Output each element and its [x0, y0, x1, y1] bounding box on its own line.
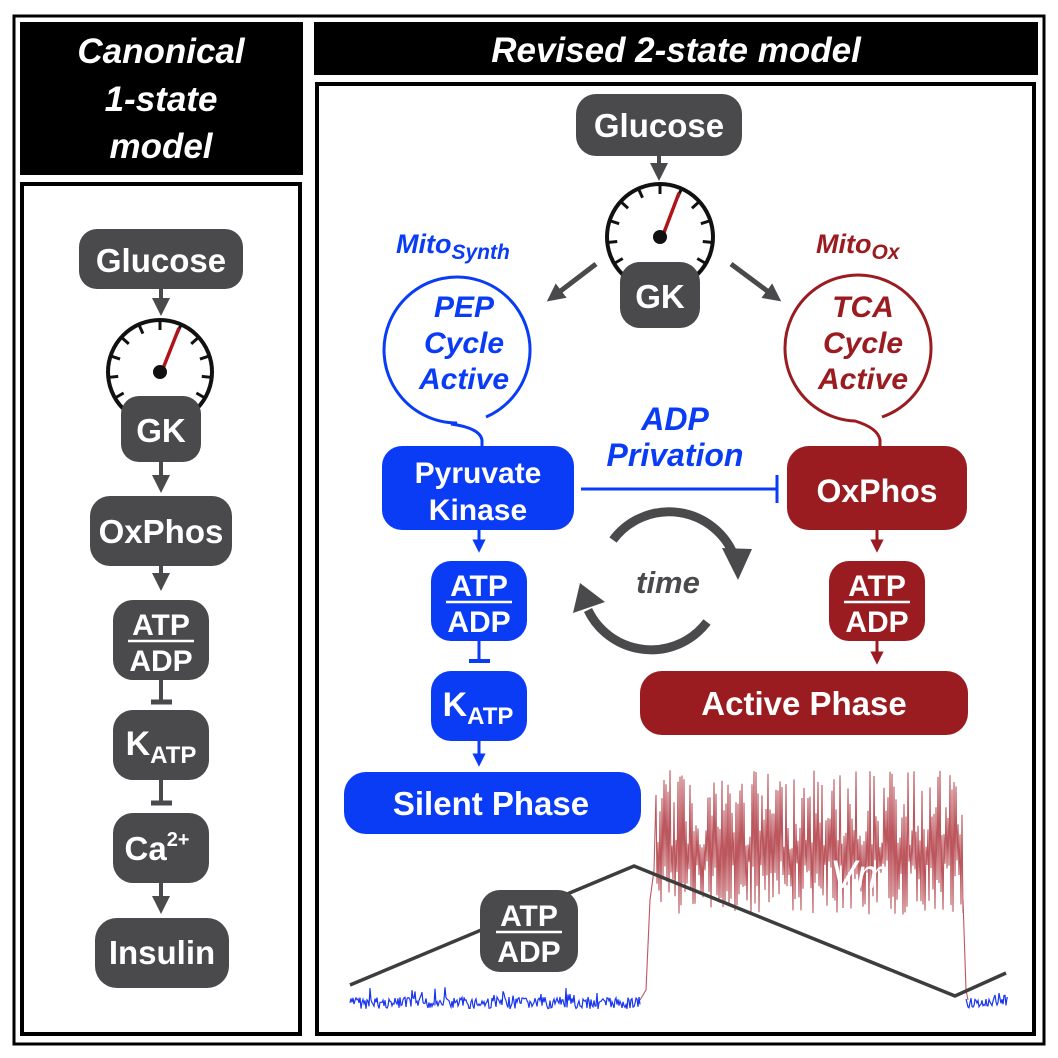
right-oxphos-label: OxPhos — [817, 473, 938, 509]
mito-synth-label: MitoSynth — [396, 229, 510, 264]
outer-frame — [12, 14, 1046, 1046]
left-title-line-3: model — [109, 127, 213, 166]
pyruvate-kinase-line-2: Kinase — [429, 494, 527, 527]
gauge-tick — [700, 219, 711, 226]
silent-phase-trace — [349, 987, 641, 1010]
adp-privation-line-1: ADP — [640, 401, 709, 437]
right-panel: Revised 2-state model Glucose GK MitoSyn… — [314, 22, 1038, 1036]
vm-trace-label: Vm — [830, 853, 890, 897]
pep-cycle-line-3: Active — [418, 363, 509, 396]
left-title-line-1: Canonical — [77, 32, 246, 71]
arrow-gk-to-mitosynth — [546, 262, 598, 302]
red-atp-label: ATP — [848, 570, 906, 603]
pep-cycle-line-2: Cycle — [424, 327, 504, 360]
left-header — [20, 22, 303, 175]
gauge-tick — [637, 187, 644, 199]
left-katp-label: KATP — [126, 725, 197, 769]
left-katp-node — [113, 710, 209, 780]
right-oxphos-node — [787, 446, 967, 530]
blue-katp-label: KATP — [443, 686, 514, 730]
gauge-tick — [696, 257, 707, 265]
gauge-tick — [702, 240, 713, 245]
active-phase-node — [640, 671, 968, 735]
right-glucose-node — [576, 94, 742, 156]
left-panel: Canonical 1-state model Glucose GK OxPho… — [20, 22, 303, 1036]
time-label: time — [636, 565, 700, 600]
tca-cycle-line-3: Active — [817, 363, 908, 396]
left-insulin-label: Insulin — [109, 934, 215, 971]
active-phase-label: Active Phase — [701, 685, 906, 722]
left-oxphos-label: OxPhos — [99, 513, 224, 550]
left-gk-label: GK — [136, 412, 186, 449]
right-header — [314, 22, 1038, 75]
gauge-tick — [190, 336, 200, 346]
arrow-gk-to-mitoox — [729, 261, 782, 302]
red-adp-label: ADP — [845, 606, 908, 639]
left-title-line-2: 1-state — [105, 80, 218, 119]
left-adp-label: ADP — [129, 645, 192, 678]
blue-atp-label: ATP — [450, 570, 508, 603]
left-atp-label: ATP — [132, 609, 190, 642]
tca-cycle-loop — [783, 273, 933, 450]
tca-cycle-line-1: TCA — [832, 291, 894, 324]
trace-atp-label: ATP — [500, 900, 558, 933]
right-title: Revised 2-state model — [491, 31, 862, 70]
left-ca-node — [113, 813, 209, 883]
gauge-tick — [114, 391, 125, 400]
blue-katp-node — [431, 671, 527, 741]
time-cycle-icon — [573, 507, 752, 655]
left-oxphos-node — [90, 496, 232, 566]
adp-privation-line-2: Privation — [607, 437, 744, 473]
left-glucose-node — [79, 229, 243, 289]
pyruvate-kinase-line-1: Pyruvate — [415, 457, 542, 490]
membrane-potential-trace — [349, 770, 1009, 1010]
gauge-tick — [619, 200, 630, 210]
pep-cycle-loop — [382, 275, 532, 450]
left-glucose-label: Glucose — [96, 242, 226, 279]
gauge-tick — [607, 240, 618, 245]
gauge-tick — [195, 391, 206, 400]
pep-cycle-line-1: PEP — [434, 291, 495, 324]
left-ca-label: Ca2+ — [125, 829, 190, 867]
right-gk-label: GK — [635, 278, 685, 315]
right-gk-node — [620, 262, 700, 328]
silent-phase-trace-end — [965, 992, 1009, 1009]
gauge-tick — [609, 219, 620, 226]
gauge-tick — [690, 200, 701, 210]
mito-ox-label: MitoOx — [816, 229, 901, 264]
left-insulin-node — [95, 918, 229, 988]
right-glucose-label: Glucose — [594, 107, 724, 144]
active-phase-trace — [639, 770, 969, 1001]
gauge-tick — [120, 336, 130, 346]
silent-phase-label: Silent Phase — [393, 785, 589, 822]
trace-adp-label: ADP — [497, 936, 560, 969]
gauge-tick — [201, 374, 212, 379]
left-gk-node — [121, 396, 201, 462]
silent-phase-node — [344, 772, 641, 834]
gauge-tick — [108, 374, 119, 379]
pyruvate-kinase-node — [382, 446, 574, 530]
gauge-tick — [110, 354, 121, 361]
gauge-tick — [199, 354, 210, 361]
gauge-tick — [613, 257, 624, 265]
gauge-tick — [137, 323, 145, 335]
tca-cycle-line-2: Cycle — [823, 327, 903, 360]
blue-adp-label: ADP — [447, 606, 510, 639]
